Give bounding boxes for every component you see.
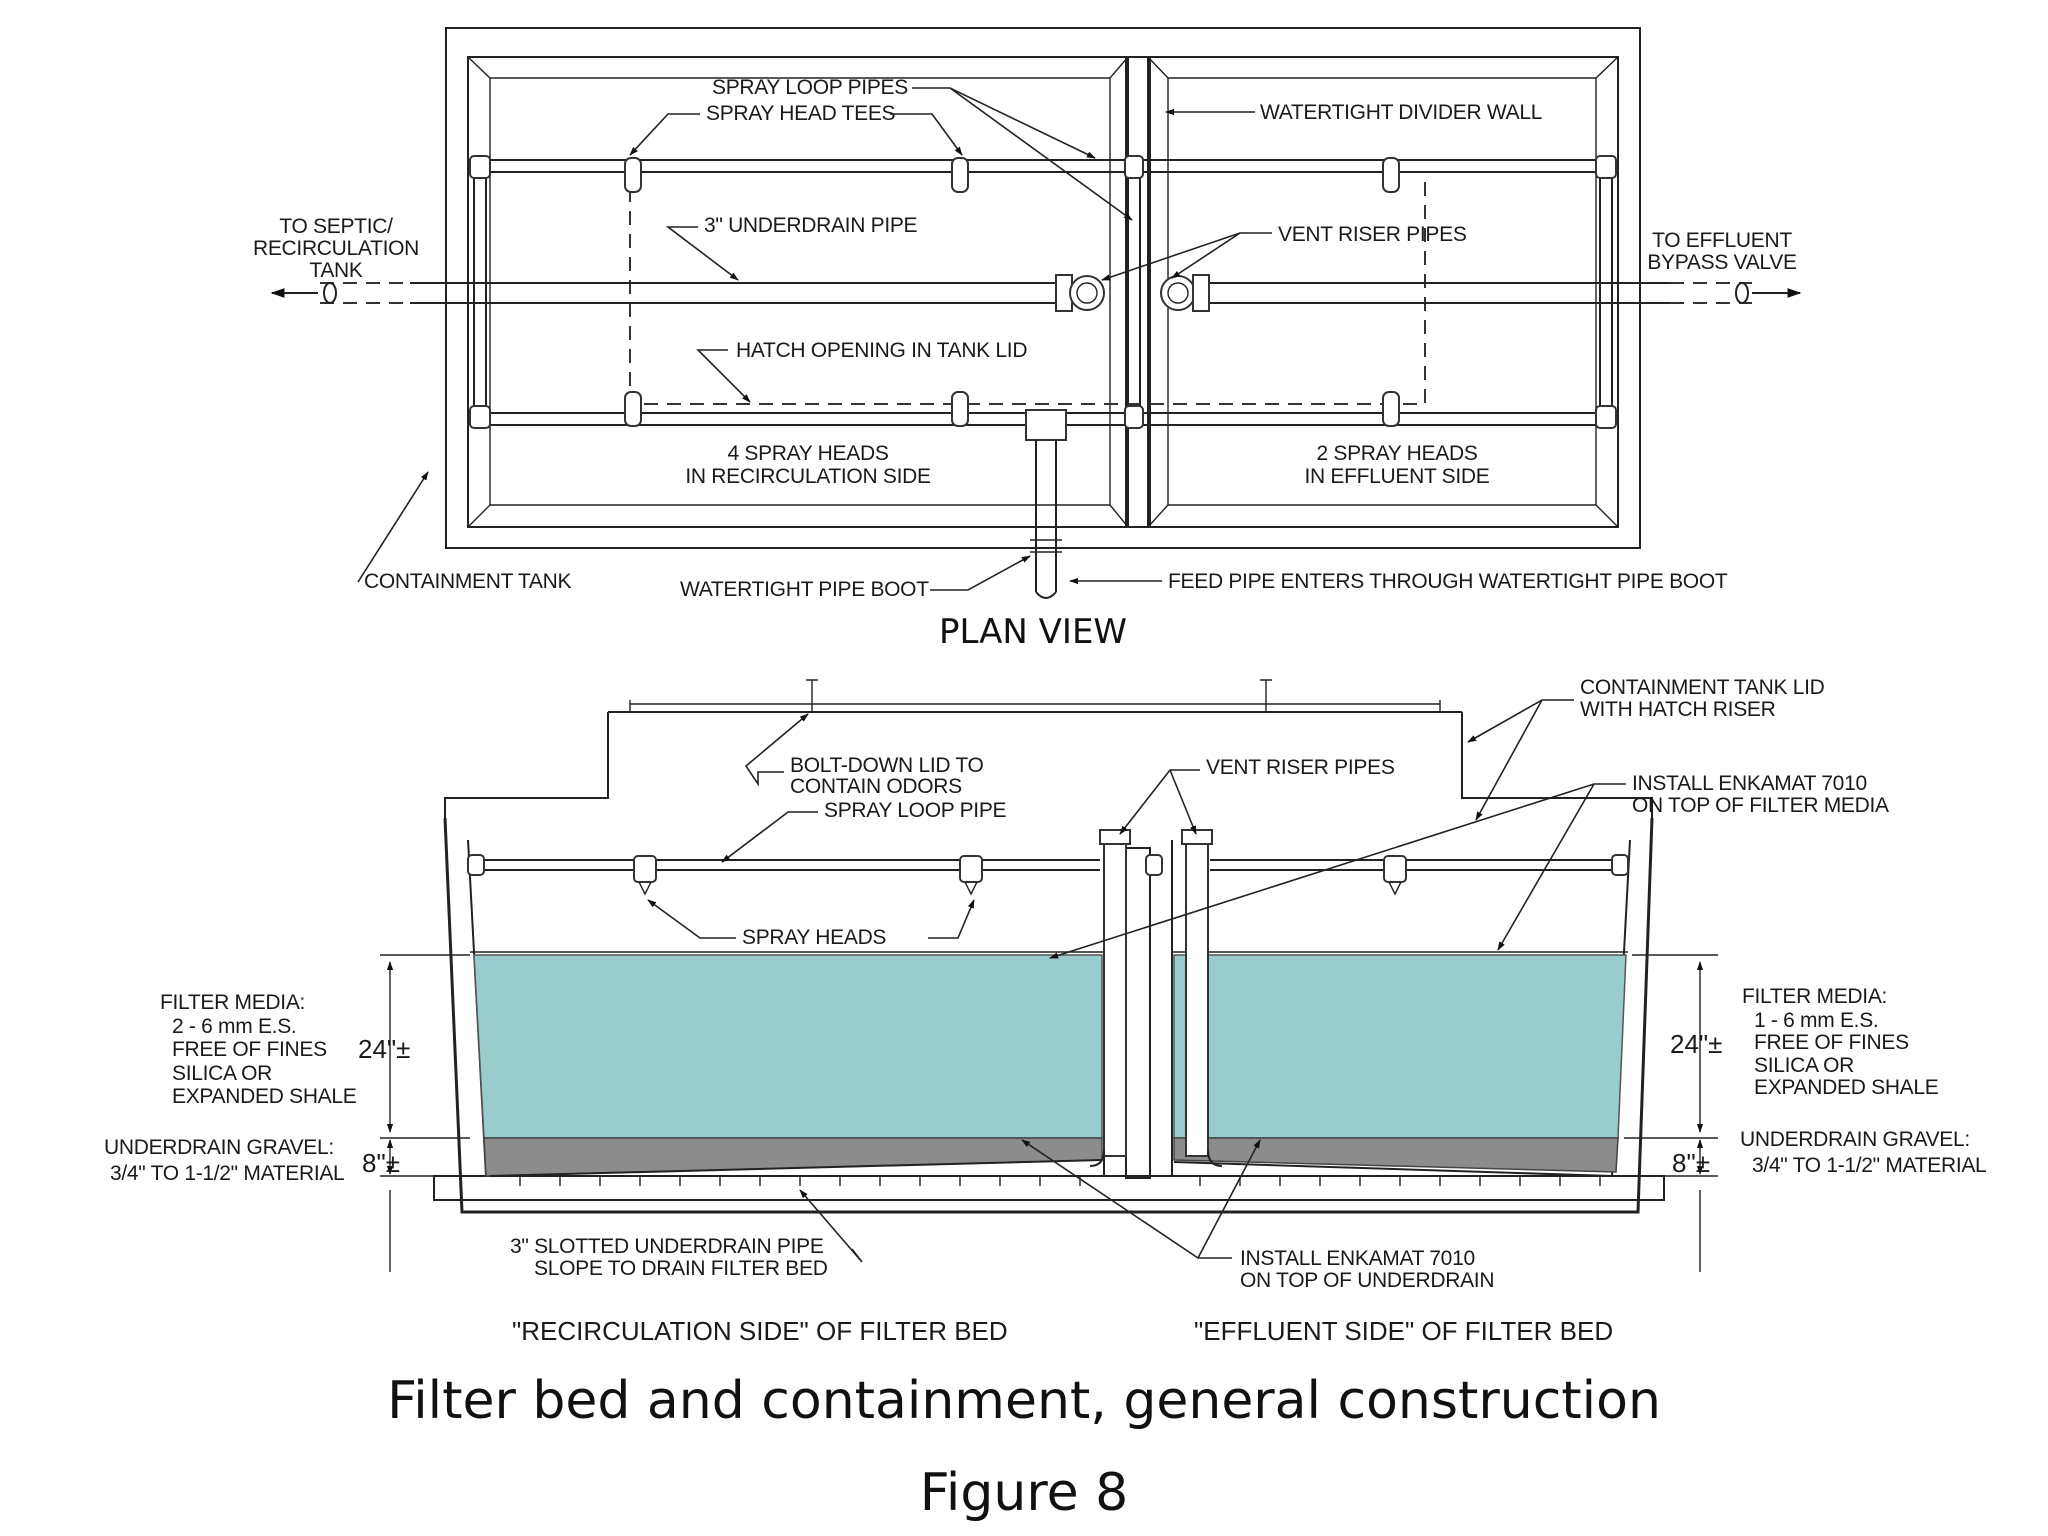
label-enkamat-underdrain: INSTALL ENKAMAT 7010 <box>1240 1247 1475 1270</box>
vent-riser-pipes-section <box>1089 829 1223 1167</box>
dim-media-right: 24"± <box>1670 1029 1722 1059</box>
label-filter-media-left: FILTER MEDIA: <box>160 991 305 1014</box>
label-underdrain-pipe: 3" UNDERDRAIN PIPE <box>704 214 918 237</box>
divider-wall-plan <box>1125 56 1151 528</box>
label-underdrain-gravel-left: UNDERDRAIN GRAVEL: <box>104 1136 334 1159</box>
label-slotted-underdrain: 3" SLOTTED UNDERDRAIN PIPE <box>510 1235 824 1258</box>
spray-head-tees <box>469 155 1617 429</box>
underdrain-gravel-effluent <box>1173 1137 1619 1173</box>
label-effluent-side: "EFFLUENT SIDE" OF FILTER BED <box>1194 1316 1613 1346</box>
label-vent-riser-pipes-section: VENT RISER PIPES <box>1206 756 1395 779</box>
label-hatch-opening: HATCH OPENING IN TANK LID <box>736 339 1027 362</box>
svg-text:TANK: TANK <box>309 259 363 282</box>
dim-media-left: 24"± <box>358 1034 410 1064</box>
label-spray-head-tees: SPRAY HEAD TEES <box>706 102 896 125</box>
svg-text:ON TOP OF UNDERDRAIN: ON TOP OF UNDERDRAIN <box>1240 1269 1494 1292</box>
svg-text:CONTAIN ODORS: CONTAIN ODORS <box>790 775 962 798</box>
plan-view-title: PLAN VIEW <box>939 612 1127 652</box>
figure-title: Filter bed and containment, general cons… <box>387 1371 1661 1431</box>
svg-text:RECIRCULATION: RECIRCULATION <box>253 237 419 260</box>
plan-view <box>270 27 1802 599</box>
label-to-septic: TO SEPTIC/ <box>279 215 393 238</box>
svg-text:3/4" TO 1-1/2" MATERIAL: 3/4" TO 1-1/2" MATERIAL <box>1752 1154 1986 1177</box>
filter-media-recirc <box>473 954 1103 1139</box>
spray-loop-pipe-section <box>472 859 1100 871</box>
label-tank-lid: CONTAINMENT TANK LID <box>1580 676 1825 699</box>
svg-text:SLOPE TO DRAIN FILTER BED: SLOPE TO DRAIN FILTER BED <box>534 1257 828 1280</box>
underdrain-pipe-plan <box>410 282 1062 304</box>
section-view-labels: CONTAINMENT TANK LID WITH HATCH RISER BO… <box>104 676 1987 1346</box>
label-vent-riser-pipes: VENT RISER PIPES <box>1278 223 1467 246</box>
label-spray-loop-pipe: SPRAY LOOP PIPE <box>824 799 1007 822</box>
hatch-opening <box>629 171 1426 405</box>
svg-text:EXPANDED SHALE: EXPANDED SHALE <box>172 1085 357 1108</box>
svg-text:FREE OF FINES: FREE OF FINES <box>1754 1031 1909 1054</box>
label-spray-loop-pipes: SPRAY LOOP PIPES <box>712 76 908 99</box>
dim-gravel-right: 8"± <box>1672 1148 1710 1178</box>
containment-tank-wall <box>443 817 1654 1214</box>
svg-text:FREE OF FINES: FREE OF FINES <box>172 1038 327 1061</box>
spray-heads-section <box>467 854 1629 896</box>
svg-text:2 - 6 mm E.S.: 2 - 6 mm E.S. <box>172 1015 296 1038</box>
label-watertight-pipe-boot: WATERTIGHT PIPE BOOT <box>680 578 929 601</box>
slotted-underdrain-recirc <box>489 1159 1103 1177</box>
spray-loop-pipe-top <box>474 159 1612 173</box>
effluent-chamber <box>1147 56 1619 528</box>
svg-text:ON TOP OF FILTER MEDIA: ON TOP OF FILTER MEDIA <box>1632 794 1889 817</box>
label-recirc-heads: 4 SPRAY HEADS <box>727 442 888 465</box>
section-view <box>380 679 1718 1272</box>
svg-text:WITH HATCH RISER: WITH HATCH RISER <box>1580 698 1776 721</box>
label-spray-heads: SPRAY HEADS <box>742 926 886 949</box>
figure-number: Figure 8 <box>920 1463 1128 1523</box>
filter-media-effluent <box>1173 954 1627 1139</box>
caption: Filter bed and containment, general cons… <box>387 1371 1661 1523</box>
label-enkamat-top: INSTALL ENKAMAT 7010 <box>1632 772 1867 795</box>
svg-text:SILICA OR: SILICA OR <box>172 1062 272 1085</box>
label-containment-tank: CONTAINMENT TANK <box>364 570 571 593</box>
svg-text:BYPASS VALVE: BYPASS VALVE <box>1647 251 1797 274</box>
underdrain-gravel-recirc <box>483 1137 1103 1177</box>
svg-text:SILICA OR: SILICA OR <box>1754 1054 1854 1077</box>
label-underdrain-gravel-right: UNDERDRAIN GRAVEL: <box>1740 1128 1970 1151</box>
vent-riser-pipes-plan <box>1055 274 1210 312</box>
label-effluent-heads: 2 SPRAY HEADS <box>1316 442 1477 465</box>
svg-text:3/4" TO 1-1/2" MATERIAL: 3/4" TO 1-1/2" MATERIAL <box>110 1162 344 1185</box>
divider-wall-section <box>1125 847 1151 1179</box>
tank-lid-riser <box>444 712 609 818</box>
plan-view-labels: SPRAY LOOP PIPES SPRAY HEAD TEES WATERTI… <box>253 76 1797 652</box>
label-feed-pipe: FEED PIPE ENTERS THROUGH WATERTIGHT PIPE… <box>1168 570 1728 593</box>
dim-gravel-left: 8"± <box>362 1148 400 1178</box>
label-bolt-down-lid: BOLT-DOWN LID TO <box>790 754 984 777</box>
label-recirculation-side: "RECIRCULATION SIDE" OF FILTER BED <box>512 1316 1008 1346</box>
svg-text:EXPANDED SHALE: EXPANDED SHALE <box>1754 1076 1939 1099</box>
svg-text:1 - 6 mm E.S.: 1 - 6 mm E.S. <box>1754 1009 1878 1032</box>
svg-text:IN EFFLUENT SIDE: IN EFFLUENT SIDE <box>1304 465 1489 488</box>
svg-text:IN RECIRCULATION SIDE: IN RECIRCULATION SIDE <box>685 465 931 488</box>
containment-tank-outline <box>445 27 1641 549</box>
feed-pipe-plan <box>1025 409 1067 599</box>
label-watertight-divider-wall: WATERTIGHT DIVIDER WALL <box>1260 101 1542 124</box>
label-to-effluent: TO EFFLUENT <box>1652 229 1792 252</box>
label-filter-media-right: FILTER MEDIA: <box>1742 985 1887 1008</box>
